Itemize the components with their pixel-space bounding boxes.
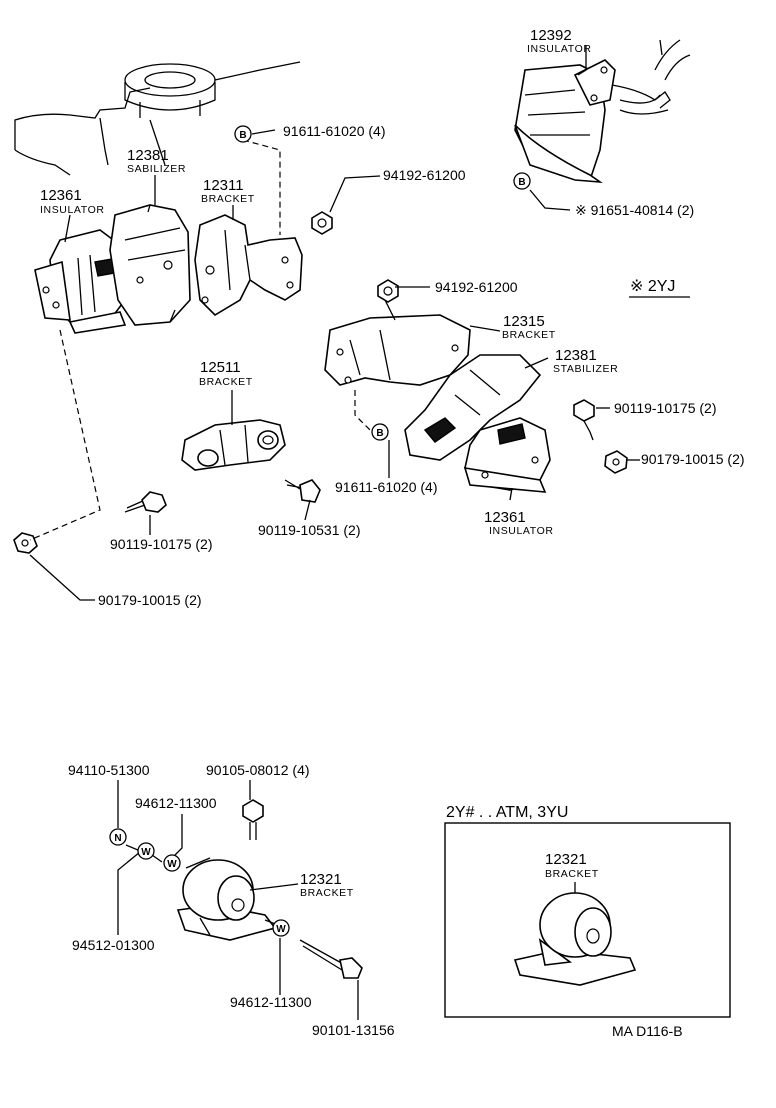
bolt-90119-left-drawing bbox=[124, 491, 167, 513]
label-12381-right-name: STABILIZER bbox=[553, 363, 618, 375]
engine-outline-sketch bbox=[14, 61, 301, 176]
label-12361-top-name: INSULATOR bbox=[40, 204, 105, 216]
stabilizer-12381-left-drawing bbox=[109, 204, 191, 326]
label-12392-name: INSULATOR bbox=[527, 43, 592, 55]
svg-text:W: W bbox=[141, 847, 151, 858]
label-12381-top-name: SABILIZER bbox=[127, 163, 186, 175]
inset-12321-name: BRACKET bbox=[545, 868, 599, 880]
label-12361-top-number: 12361 bbox=[40, 187, 82, 204]
label-94612-bottom: 94612-11300 bbox=[230, 994, 312, 1010]
marker-b-3: B bbox=[371, 423, 389, 441]
marker-b-2: B bbox=[513, 172, 531, 190]
marker-b-1: B bbox=[234, 125, 252, 143]
marker-w-2: W bbox=[163, 854, 181, 872]
bolt-90119-right-drawing bbox=[573, 399, 595, 441]
svg-text:N: N bbox=[114, 833, 121, 844]
label-12381-top-number: 12381 bbox=[127, 147, 169, 164]
marker-w-1: W bbox=[137, 842, 155, 860]
bolt-94192-mid-drawing bbox=[377, 279, 399, 303]
nut-90179-left-drawing bbox=[13, 532, 38, 554]
bolt-90101-drawing bbox=[299, 939, 363, 979]
label-12315-name: BRACKET bbox=[502, 329, 556, 341]
nut-90179-right-drawing bbox=[604, 450, 628, 474]
bolt-90105-drawing bbox=[242, 799, 264, 840]
label-90119-right: 90119-10175 (2) bbox=[614, 400, 716, 416]
bracket-12315-drawing bbox=[324, 299, 471, 386]
svg-text:B: B bbox=[376, 428, 383, 439]
label-12311-name: BRACKET bbox=[201, 193, 255, 205]
label-91651: ※ 91651-40814 (2) bbox=[575, 202, 694, 218]
marker-n: N bbox=[109, 828, 127, 846]
label-94512: 94512-01300 bbox=[72, 937, 155, 953]
label-12361-right-name: INSULATOR bbox=[489, 525, 554, 537]
label-12381-right-number: 12381 bbox=[555, 347, 597, 364]
label-12311-number: 12311 bbox=[203, 177, 244, 194]
label-90119-left: 90119-10175 (2) bbox=[110, 536, 212, 552]
svg-text:W: W bbox=[276, 924, 286, 935]
inset-box-title: 2Y# . . ATM, 3YU bbox=[446, 804, 568, 821]
bolt-90119-10531-drawing bbox=[284, 479, 321, 503]
label-94192-mid: 94192-61200 bbox=[435, 279, 518, 295]
label-90105: 90105-08012 (4) bbox=[206, 762, 310, 778]
label-91611-top: 91611-61020 (4) bbox=[283, 123, 385, 139]
insulator-12392-drawing bbox=[514, 39, 691, 184]
label-12392-number: 12392 bbox=[530, 27, 572, 44]
label-90179-right: 90179-10015 (2) bbox=[641, 451, 745, 467]
label-12321-name: BRACKET bbox=[300, 887, 354, 899]
label-90119-mid: 90119-10531 (2) bbox=[258, 522, 360, 538]
insulator-12361-right-drawing bbox=[463, 417, 551, 493]
bracket-12311-drawing bbox=[194, 214, 303, 317]
label-90101: 90101-13156 bbox=[312, 1022, 395, 1038]
svg-text:B: B bbox=[239, 130, 246, 141]
diagram-reference-code: MA D116-B bbox=[612, 1023, 683, 1039]
label-94110: 94110-51300 bbox=[68, 762, 150, 778]
svg-text:B: B bbox=[518, 177, 525, 188]
variant-inset-box bbox=[444, 822, 731, 1018]
inset-12321-number: 12321 bbox=[545, 851, 587, 868]
bracket-12321-box-drawing bbox=[513, 892, 637, 986]
label-12315-number: 12315 bbox=[503, 313, 545, 330]
svg-text:W: W bbox=[167, 859, 177, 870]
insulator-12361-left-drawing bbox=[34, 229, 127, 334]
label-12361-right-number: 12361 bbox=[484, 509, 526, 526]
label-90179-left: 90179-10015 (2) bbox=[98, 592, 202, 608]
label-94192-top: 94192-61200 bbox=[383, 167, 466, 183]
marker-w-3: W bbox=[272, 919, 290, 937]
label-2yj: ※ 2YJ bbox=[630, 278, 675, 295]
label-12511-number: 12511 bbox=[200, 359, 241, 376]
label-91611-mid: 91611-61020 (4) bbox=[335, 479, 437, 495]
label-12511-name: BRACKET bbox=[199, 376, 253, 388]
label-94612-top: 94612-11300 bbox=[135, 795, 217, 811]
bracket-12321-drawing bbox=[176, 857, 277, 941]
label-12321-number: 12321 bbox=[300, 871, 342, 888]
bolt-94192-top-drawing bbox=[311, 211, 333, 235]
bracket-12511-drawing bbox=[181, 419, 286, 471]
